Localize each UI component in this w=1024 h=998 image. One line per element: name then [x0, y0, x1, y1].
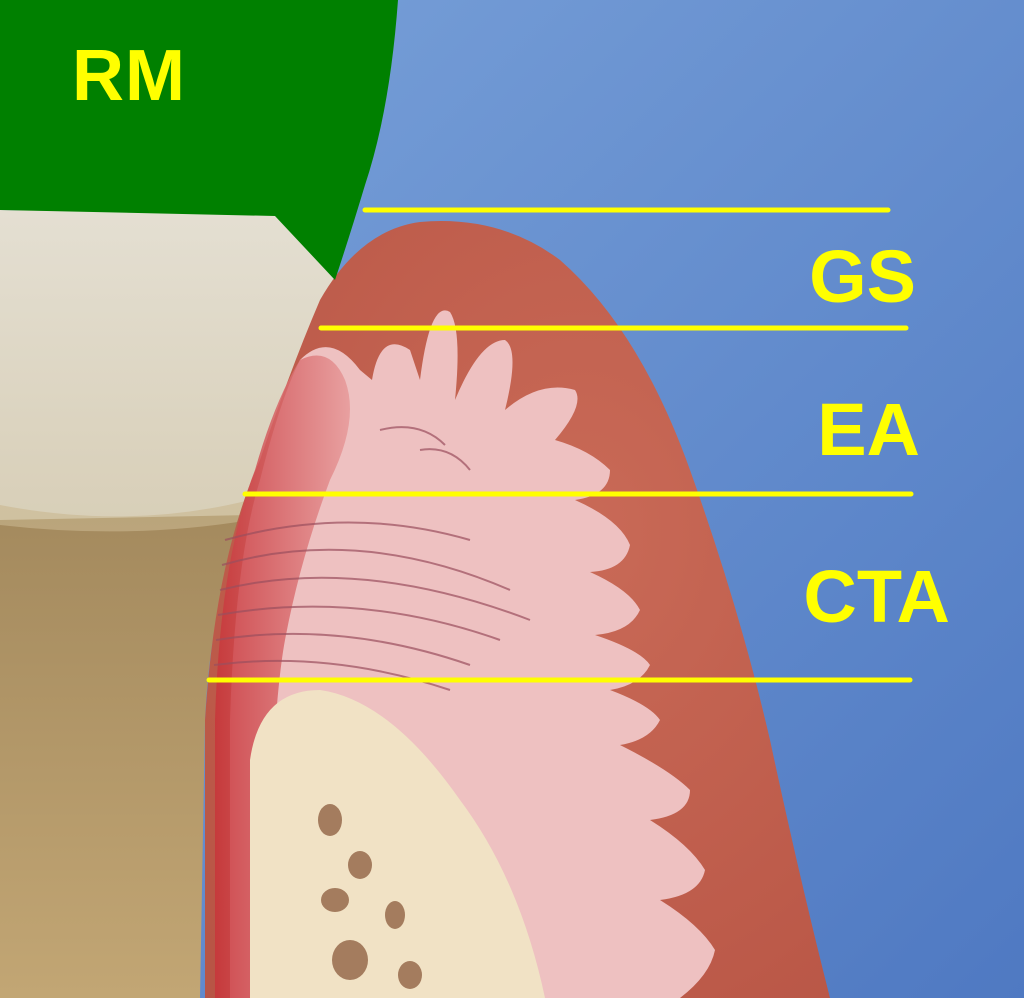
zone-boundary-lines	[206, 207, 914, 683]
collagen-fibres	[213, 426, 531, 691]
bone-marrow-spaces	[318, 804, 422, 989]
label-ea: EA	[817, 388, 920, 471]
label-gs: GS	[809, 235, 916, 318]
alveolar-bone	[250, 690, 545, 998]
label-cta: CTA	[803, 555, 950, 638]
tooth-crown	[0, 210, 335, 520]
vascular-zone	[215, 355, 350, 998]
label-rm: RM	[72, 36, 186, 116]
tooth-root	[0, 515, 250, 998]
restoration-margin-region	[0, 0, 398, 280]
